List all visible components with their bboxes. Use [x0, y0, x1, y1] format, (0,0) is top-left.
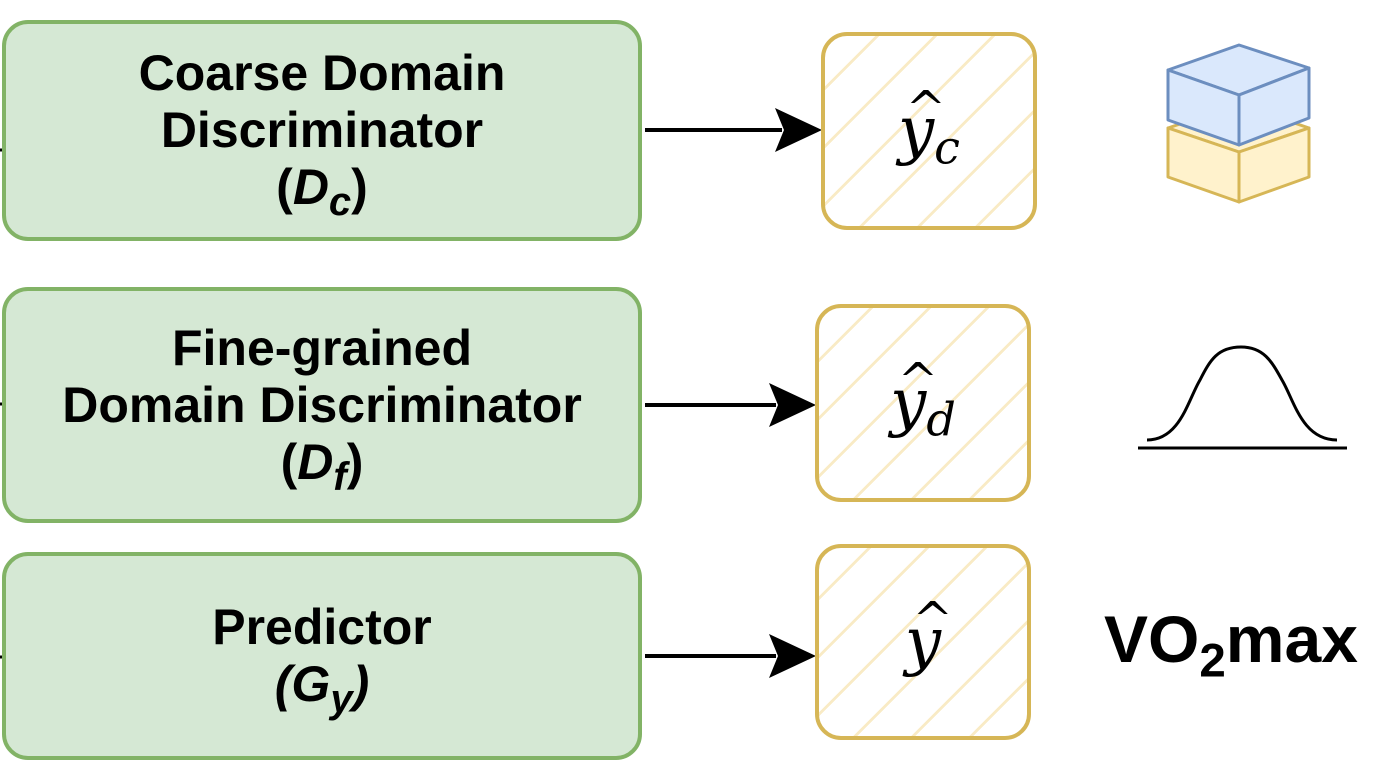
output-fine-variable: ^yd	[890, 357, 956, 443]
coarse-title-line1: Coarse Domain	[138, 45, 506, 101]
output-coarse-sub: c	[934, 120, 960, 175]
coarse-symbol-sub: c	[328, 180, 352, 225]
output-coarse-hat: ^	[905, 80, 946, 137]
fine-title-line1: Fine-grained	[171, 319, 473, 376]
output-fine-box: ^yd	[815, 304, 1031, 502]
output-predictor-hat: ^	[912, 591, 953, 648]
stacked-boxes-icon	[1166, 43, 1311, 204]
output-predictor-box: ^y	[815, 544, 1031, 740]
predictor-box: Predictor (Gy)	[2, 552, 642, 760]
predictor-title: Predictor	[212, 599, 432, 655]
fine-symbol-main: D	[297, 433, 334, 490]
coarse-title-line2: Discriminator	[160, 102, 484, 158]
fine-symbol: (Df)	[280, 433, 364, 499]
output-fine-hat: ^	[897, 352, 939, 409]
output-predictor-var: y	[904, 605, 942, 679]
arrow-predictor	[645, 634, 816, 678]
output-fine-sub: d	[926, 392, 956, 447]
fine-grained-domain-discriminator-box: Fine-grained Domain Discriminator (Df)	[2, 287, 642, 523]
vo2max-label: VO2max	[1104, 606, 1358, 685]
predictor-symbol-sub: y	[330, 677, 353, 722]
bell-curve-icon	[1138, 345, 1347, 450]
output-coarse-box: ^yc	[821, 32, 1037, 230]
coarse-domain-discriminator-box: Coarse Domain Discriminator (Dc)	[2, 20, 642, 241]
vo2max-suffix: max	[1225, 602, 1358, 676]
arrow-fine	[645, 383, 816, 427]
vo2max-subscript: 2	[1199, 634, 1226, 688]
output-coarse-variable: ^yc	[898, 85, 960, 171]
fine-title-line2: Domain Discriminator	[62, 376, 582, 433]
predictor-symbol: (Gy)	[274, 656, 370, 722]
arrow-coarse	[645, 108, 822, 152]
predictor-symbol-main: G	[291, 656, 331, 712]
coarse-symbol: (Dc)	[276, 159, 368, 225]
output-fine-var: y	[890, 366, 927, 440]
fine-symbol-sub: f	[333, 454, 347, 499]
vo2max-prefix: VO	[1104, 602, 1200, 676]
coarse-symbol-main: D	[292, 159, 329, 215]
output-coarse-var: y	[898, 94, 935, 168]
output-predictor-variable: ^y	[905, 596, 953, 674]
